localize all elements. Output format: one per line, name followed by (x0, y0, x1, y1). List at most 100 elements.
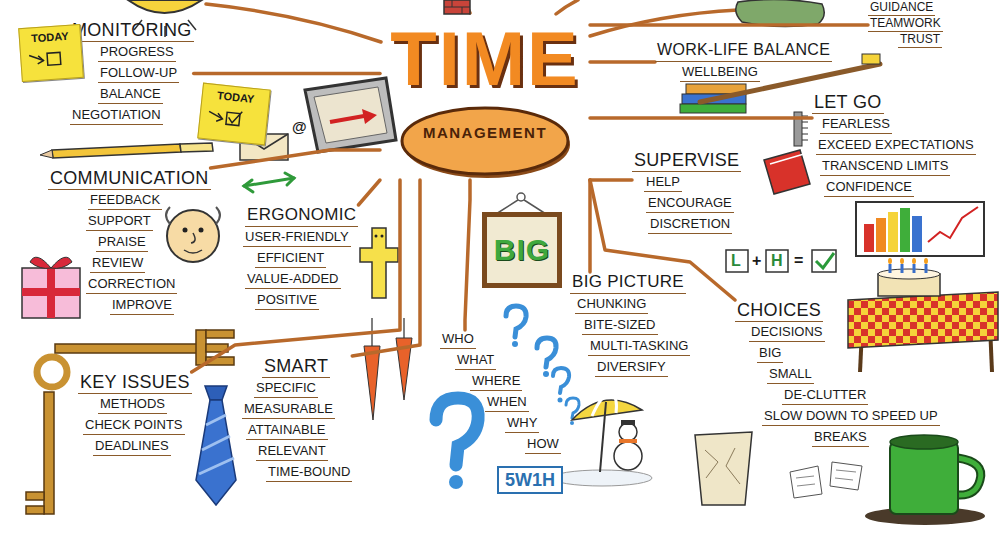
branch-item: BITE-SIZED (582, 316, 658, 335)
label-holder: H (771, 251, 783, 271)
key-drawing-part (26, 506, 44, 514)
books-plank-drawing-part (862, 54, 880, 64)
double-arrow-drawing (244, 173, 294, 192)
question-mark-drawing-part (543, 371, 549, 377)
mug-drawing-part (958, 458, 981, 495)
central-title-word: TIME (390, 16, 580, 102)
label-holder: @ (292, 117, 307, 137)
plus-figure-drawing (360, 228, 398, 298)
sign-hanger-drawing-part (517, 193, 525, 201)
branch-node: ERGONOMICUSER-FRIENDLY EFFICIENT VALUE-ADD… (243, 205, 358, 312)
branch-connector (192, 180, 400, 372)
question-mark-drawing-part (558, 398, 563, 403)
branch-node: SUPERVISEHELPENCOURAGEDISCRETION (632, 150, 741, 236)
cake-table-drawing-part (848, 292, 998, 348)
tie-drawing-part (196, 400, 236, 505)
tie-drawing-part (205, 386, 227, 400)
branch-connector (590, 60, 655, 64)
branch-item: EFFICIENT (255, 249, 326, 268)
label-holder: = (794, 251, 803, 271)
branch-item: BIG (757, 344, 783, 363)
chart-drawing-part (912, 216, 922, 252)
branch-item: BREAKS (812, 428, 869, 447)
branch-item: TRANSCEND LIMITS (820, 157, 950, 176)
mug-drawing (865, 435, 985, 525)
branch-node: SMARTSPECIFICMEASURABLEATTAINABLERELEVAN… (242, 356, 352, 484)
key-drawing-part (196, 330, 206, 365)
pencil-drawing-part (52, 144, 181, 158)
crumpled-papers-drawing-part (790, 466, 822, 498)
face-drawing-part (191, 233, 195, 243)
gift-drawing (22, 257, 80, 318)
sticky-arrow-head (216, 113, 223, 122)
label-box: 5W1H (497, 466, 563, 494)
plus-figure-drawing-part (375, 235, 378, 238)
branch-item: USER-FRIENDLY (243, 228, 351, 247)
chart-drawing-part (864, 224, 874, 252)
chart-drawing (856, 202, 984, 256)
branch-item: DE-CLUTTER (782, 386, 868, 405)
oval-shape (402, 108, 568, 174)
pencil-drawing (40, 143, 213, 158)
mug-drawing-part (890, 442, 958, 514)
sticky-check (228, 110, 242, 123)
branch-node: KEY ISSUESMETHODSCHECK POINTSDEADLINES (78, 372, 192, 458)
hanging-sign: BIG (482, 212, 562, 288)
branch-item: CHUNKING (575, 295, 648, 314)
branch-connector (465, 180, 470, 330)
branch-item: GUIDANCE (868, 1, 935, 16)
lh-boxes-drawing-part (812, 250, 836, 272)
laptop-drawing (305, 78, 396, 152)
branch-item: NEGOTIATION (70, 106, 163, 125)
branch-item: DISCRETION (648, 215, 732, 234)
chimney-drawing (444, 0, 470, 14)
face-drawing-part (167, 210, 219, 262)
branch-heading: ERGONOMIC (245, 205, 358, 227)
branch-item: MULTI-TASKING (588, 337, 690, 356)
question-mark-drawing-part (449, 475, 463, 489)
paper-cup-drawing-part (695, 432, 752, 505)
branch-item: HELP (644, 173, 682, 192)
branch-connector (352, 180, 420, 356)
branch-item: TEAMWORK (868, 17, 943, 32)
box-text: 5W1H (505, 469, 555, 491)
branch-item: TRUST (898, 33, 942, 48)
chart-drawing-part (888, 212, 898, 252)
branch-item: ATTAINABLE (246, 421, 328, 440)
branch-item: POSITIVE (255, 291, 319, 310)
chimney-drawing-part (444, 0, 470, 14)
cake-table-drawing-part (888, 258, 892, 264)
sticky-arrow-head (37, 56, 44, 64)
branch-item: VALUE-ADDED (245, 270, 341, 289)
branch-item: FEEDBACK (88, 191, 162, 210)
carrot-drawing-part (364, 346, 380, 420)
label-holder: + (752, 251, 761, 271)
chart-drawing-part (856, 202, 984, 256)
branch-heading: LET GO (812, 92, 884, 114)
symbol-label: + (752, 252, 761, 269)
double-arrow-drawing-part (285, 173, 294, 185)
chart-drawing-part (900, 208, 910, 252)
branch-item: WHO (440, 330, 476, 349)
question-mark-drawing-part (570, 421, 574, 425)
cake-table-drawing-part (912, 258, 916, 264)
plus-figure-drawing-part (360, 228, 398, 298)
plus-figure-drawing-part (381, 235, 384, 238)
cake-table-drawing-part (878, 269, 940, 279)
sticky-text: TODAY (202, 88, 269, 108)
branch-connector (358, 180, 380, 205)
books-plank-drawing-part (680, 104, 746, 113)
lh-boxes-drawing-part (726, 250, 748, 272)
central-topic: TIMEMANAGEMENT (380, 12, 590, 180)
branch-item: PRAISE (96, 233, 148, 252)
branch-heading: SMART (262, 356, 330, 378)
branch-item: TIME-BOUND (266, 463, 352, 482)
symbol-label: = (794, 252, 803, 269)
lh-boxes-drawing-part (816, 253, 834, 268)
key-drawing-part (37, 357, 67, 387)
key-drawing-part (55, 344, 202, 353)
double-arrow-drawing-part (244, 180, 253, 192)
cake-table-drawing (848, 258, 998, 372)
branch-item: SLOW DOWN TO SPEED UP (762, 407, 940, 426)
